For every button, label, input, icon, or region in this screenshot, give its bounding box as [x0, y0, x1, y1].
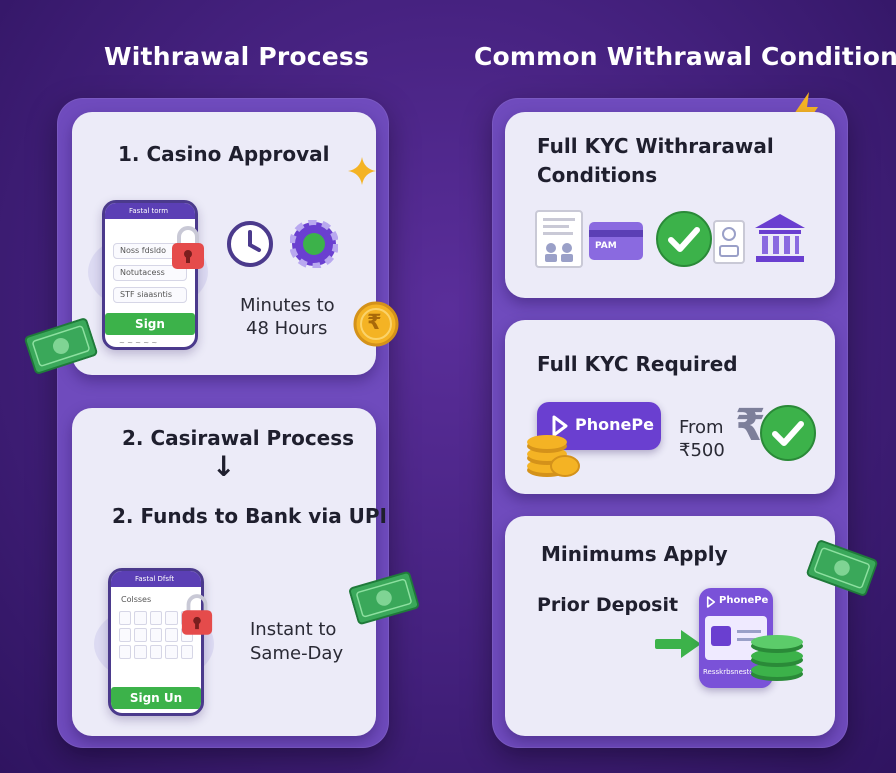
phone-footer: ~ ~ ~ ~ ~ [119, 339, 158, 347]
pan-card-stripe [589, 230, 643, 237]
phonepe-logo-icon [706, 596, 716, 608]
full-kyc-required-title: Full KYC Required [537, 352, 738, 376]
phone-header: Fastal Dfsft [111, 571, 201, 587]
padlock-icon [181, 594, 213, 635]
full-kyc-required-card: Full KYC Required PhonePe From ₹500 ₹ [505, 320, 835, 494]
deposit-card-line [737, 638, 755, 641]
cash-icon [806, 540, 878, 596]
full-kyc-conditions-card: Full KYC Withrarawal Conditions PAM [505, 112, 835, 298]
rupee-coin-icon [353, 301, 399, 347]
coin-stack-icon [751, 635, 803, 681]
casino-approval-card: 1. Casino Approval Fastal torm Noss fdsl… [72, 112, 376, 375]
user-profile-icon [713, 220, 745, 264]
phone-keypad [119, 611, 193, 659]
phonepe-label: PhonePe [719, 595, 769, 606]
cash-icon [24, 318, 98, 374]
deposit-card-line [737, 630, 761, 633]
phone-field-email: Notutacess [113, 265, 187, 281]
phone-sign-up-button: Sign Un [111, 687, 201, 709]
bank-icon [755, 214, 805, 262]
transfer-time-line2: Same-Day [250, 643, 344, 664]
phone-field-password: STF siaasntis [113, 287, 187, 303]
casino-approval-title: 1. Casino Approval [118, 142, 330, 166]
rupee-coin-symbol: ₹ [367, 310, 382, 334]
phonepe-logo-icon [552, 415, 568, 437]
padlock-icon [172, 226, 204, 269]
phone-sign-button: Sign [105, 313, 195, 335]
checkmark-icon [760, 405, 816, 461]
minimum-amount-line2: ₹500 [679, 440, 725, 461]
phone-field-name: Noss fdsldo [113, 243, 187, 259]
minimums-apply-title: Minimums Apply [541, 542, 728, 566]
funds-to-bank-title: 2. Funds to Bank via UPI [112, 504, 387, 528]
clock-icon [227, 221, 273, 267]
phonepe-label: PhonePe [575, 415, 654, 434]
minimum-from-line1: From [679, 417, 724, 438]
phone-header: Fastal torm [105, 203, 195, 219]
full-kyc-conditions-title-line1: Full KYC Withrarawal [537, 134, 774, 158]
process-step-title: 2. Casirawal Process [122, 426, 355, 450]
sparkle-icon [348, 157, 376, 185]
checkmark-icon [656, 211, 712, 267]
arrow-right-icon [655, 630, 701, 658]
login-phone-mockup: Fastal torm Noss fdsldo Notutacess STF s… [102, 200, 198, 350]
casino-chip-icon [290, 220, 338, 268]
coin-stack-icon [527, 435, 580, 477]
approval-time-line1: Minutes to [240, 295, 335, 316]
withdrawal-conditions-heading: Common Withrawal Conditions [474, 42, 896, 71]
deposit-card-chip [711, 626, 731, 646]
approval-time-line2: 48 Hours [246, 318, 328, 339]
funds-to-bank-card: 2. Casirawal Process ↓ 2. Funds to Bank … [72, 408, 387, 736]
rupee-symbol-icon: ₹ [735, 400, 766, 451]
pan-card-label: PAM [595, 241, 617, 251]
transfer-time-line1: Instant to [250, 619, 337, 640]
pan-card-icon: PAM [589, 222, 643, 260]
phone-label: Colsses [121, 595, 152, 604]
cash-icon [349, 571, 419, 625]
withdrawal-process-heading: Withrawal Process [104, 42, 370, 71]
upi-phone-mockup: Fastal Dfsft Colsses Sign Un [108, 568, 204, 716]
arrow-down-icon: ↓ [212, 450, 236, 483]
id-document-icon [535, 210, 583, 268]
prior-deposit-label: Prior Deposit [537, 594, 679, 616]
deposit-card-caption: Resskrbsnestds [703, 668, 758, 676]
full-kyc-conditions-title-line2: Conditions [537, 163, 658, 187]
minimums-apply-card: Minimums Apply Prior Deposit PhonePe Res… [505, 516, 835, 736]
